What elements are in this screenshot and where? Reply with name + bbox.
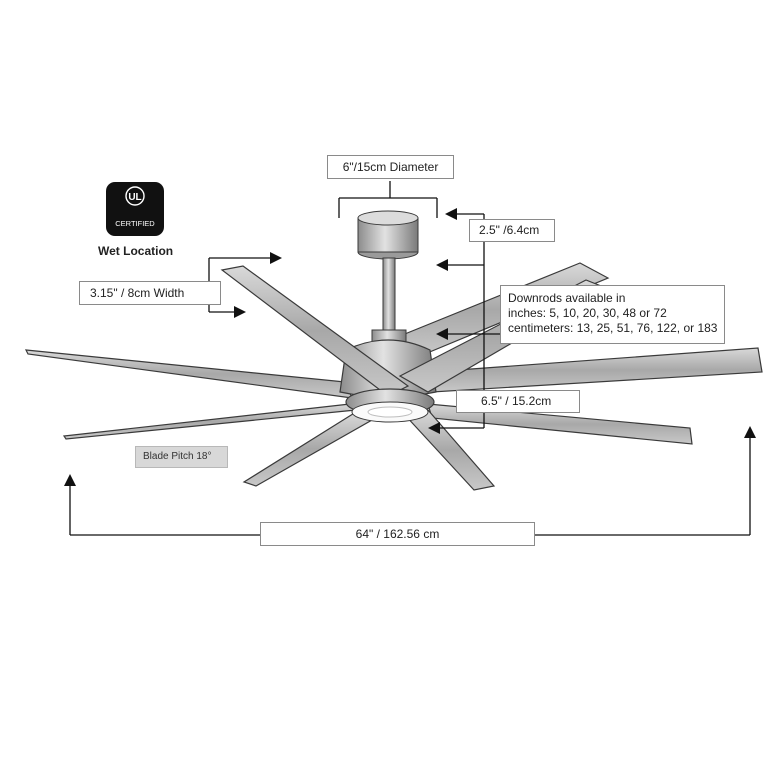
- fan-blade: [242, 411, 374, 487]
- arrow-icon: [234, 306, 246, 318]
- light-kit-label: 6.5" / 15.2cm: [456, 390, 580, 413]
- downrods-line-3: centimeters: 13, 25, 51, 76, 122, or 183: [508, 321, 718, 335]
- span-label: 64" / 162.56 cm: [260, 522, 535, 546]
- downrod: [382, 257, 396, 335]
- canopy: [357, 210, 419, 260]
- downrods-line-2: inches: 5, 10, 20, 30, 48 or 72: [508, 306, 667, 320]
- blade-pitch-label: Blade Pitch 18°: [135, 446, 228, 468]
- blade-width-label: 3.15" / 8cm Width: [79, 281, 221, 305]
- arrow-icon: [445, 208, 457, 220]
- fan-blade: [62, 403, 358, 440]
- arrow-icon: [436, 259, 448, 271]
- arrow-icon: [744, 426, 756, 438]
- arrow-icon: [428, 422, 440, 434]
- ul-mark: UL: [128, 192, 141, 203]
- downrods-line-1: Downrods available in: [508, 291, 626, 305]
- canopy-height-label: 2.5" /6.4cm: [469, 219, 555, 242]
- light-kit: [345, 388, 435, 423]
- diameter-dimension: [338, 181, 438, 218]
- fan-blade: [220, 265, 410, 397]
- ul-logo: UL CERTIFIED: [106, 182, 164, 236]
- wet-location-label: Wet Location: [98, 244, 174, 258]
- ul-certified-text: CERTIFIED: [115, 219, 155, 228]
- fan-blade: [24, 349, 353, 399]
- arrow-icon: [436, 328, 448, 340]
- diameter-label: 6"/15cm Diameter: [327, 155, 454, 179]
- arrow-icon: [270, 252, 282, 264]
- arrow-icon: [64, 474, 76, 486]
- downrods-note: Downrods available in inches: 5, 10, 20,…: [500, 285, 725, 344]
